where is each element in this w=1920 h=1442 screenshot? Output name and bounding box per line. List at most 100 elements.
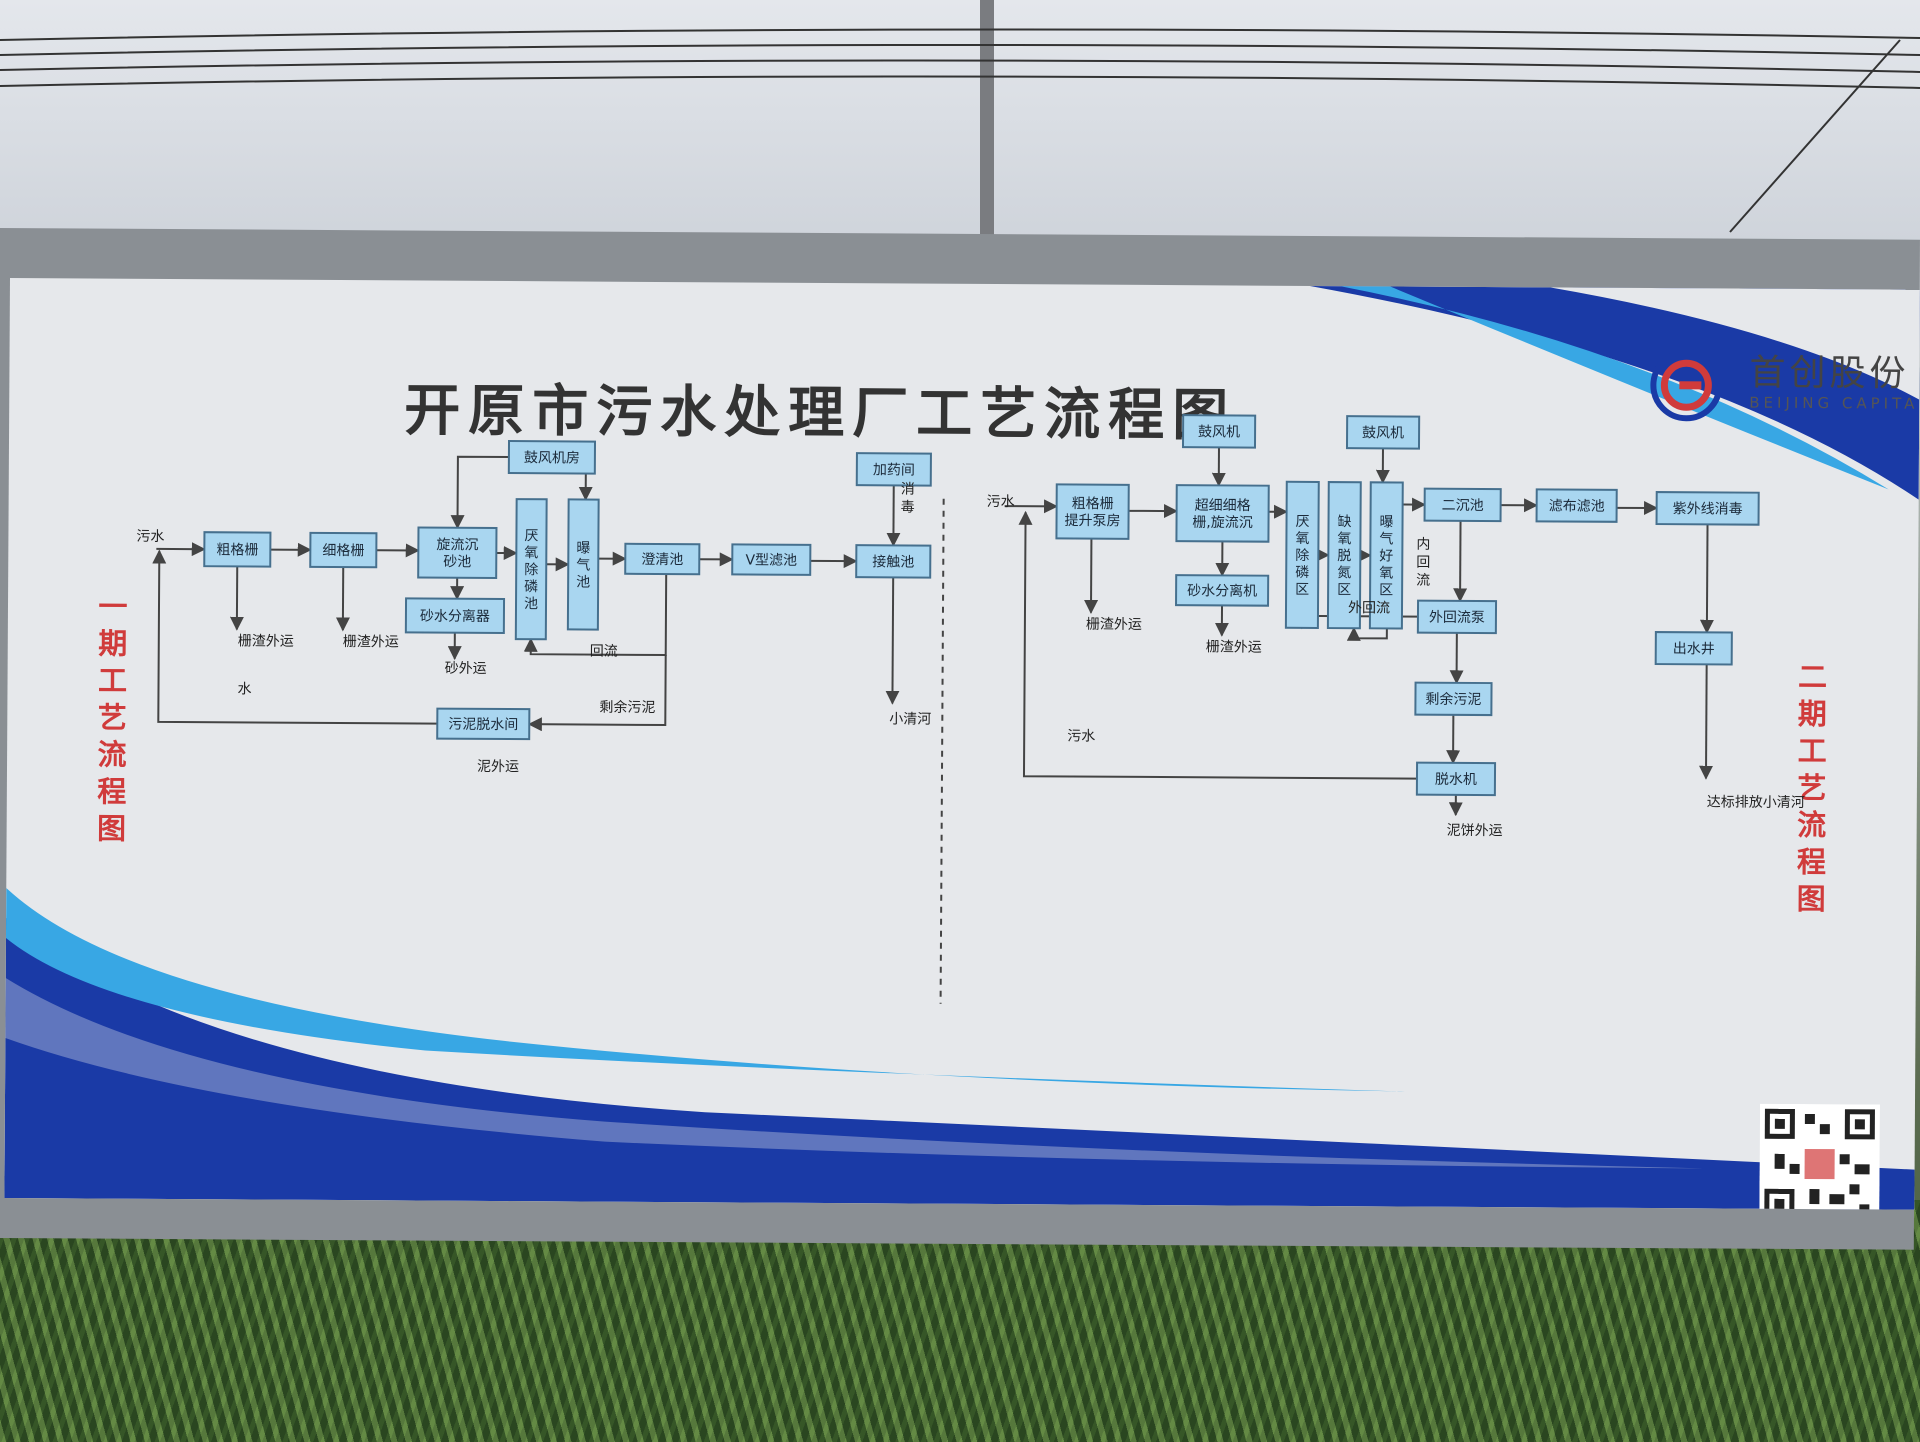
sign-board: 开原市污水处理厂工艺流程图 首创股份 BEIJING CAPITA 一期工艺流程… (4, 278, 1920, 1210)
process-box-label: 区 (1379, 582, 1393, 598)
flow-arrow (527, 655, 667, 732)
process-box-gfj2: 鼓风机 (1345, 415, 1421, 450)
flow-arrow (450, 455, 509, 530)
flow-label-zzwy4: 栅渣外运 (1206, 639, 1262, 655)
process-box-cgz1: 粗格栅 (203, 531, 272, 568)
process-box-label: 加药间 (873, 462, 915, 478)
process-box-label: 出水井 (1673, 641, 1715, 657)
process-box-label: 外回流泵 (1429, 610, 1485, 626)
process-box-gfj1: 鼓风机 (1181, 414, 1257, 449)
process-box-whlb: 外回流泵 (1416, 599, 1498, 635)
process-box-gfjf: 鼓风机房 (507, 440, 597, 475)
process-box-label: 栅,旋流沉 (1192, 515, 1253, 531)
process-box-label: 旋流沉 (436, 537, 478, 553)
flow-label-nhl: 内 (1416, 537, 1430, 553)
process-box-label: 气 (1379, 531, 1393, 547)
process-box-label: 砂水分离器 (420, 608, 490, 625)
process-box-label: 区 (1295, 582, 1309, 598)
sky-background (0, 0, 1920, 240)
process-box-lblc: 滤布滤池 (1535, 488, 1618, 523)
flow-label-xd: 消 (901, 481, 915, 497)
flow-arrow (1346, 626, 1388, 641)
process-box-label: 厌 (524, 528, 538, 544)
process-box-label: 紫外线消毒 (1673, 501, 1743, 517)
process-box-pqc: 曝气池 (566, 498, 600, 631)
flow-label-nwy: 泥外运 (477, 759, 519, 775)
flow-label-zzwy3: 栅渣外运 (1086, 617, 1142, 633)
process-box-label: 缺 (1337, 514, 1351, 530)
process-box-tsj: 脱水机 (1415, 761, 1497, 797)
process-box-sfl1: 砂水分离器 (404, 597, 506, 635)
flow-arrow (523, 574, 668, 657)
flow-label-dbpf: 达标排放小清河 (1707, 794, 1805, 811)
process-box-label: 厌 (1295, 514, 1309, 530)
process-box-label: 超细细格 (1195, 498, 1251, 514)
process-box-xgz: 细格栅 (309, 531, 378, 569)
process-box-label: 澄清池 (641, 552, 683, 568)
capital-logo-icon (1650, 349, 1723, 422)
flow-label-xd: 毒 (901, 499, 915, 515)
flow-label-swy: 砂外运 (445, 661, 487, 677)
process-box-ecc: 二沉池 (1423, 487, 1502, 523)
process-box-label: 池 (524, 596, 538, 612)
process-box-label: 细格栅 (322, 543, 364, 559)
wave-decoration (4, 285, 1920, 1210)
process-box-label: 鼓风机 (1198, 424, 1240, 440)
process-box-label: 氮 (1337, 565, 1351, 581)
process-box-label: 除 (1295, 548, 1309, 564)
process-box-label: 池 (576, 574, 590, 590)
flow-arrow (1699, 664, 1714, 780)
process-box-label: 砂水分离机 (1187, 582, 1257, 599)
process-box-label: 气 (576, 557, 590, 573)
process-box-label: 磷 (1295, 565, 1309, 581)
process-box-label: 砂池 (443, 554, 471, 570)
process-box-label: 好 (1379, 548, 1393, 564)
qr-code-icon (1759, 1103, 1880, 1210)
process-box-label: 滤布滤池 (1549, 498, 1605, 514)
flow-label-sywn: 剩余污泥 (599, 699, 655, 716)
process-box-label: 磷 (524, 579, 538, 595)
process-box-label: 氧 (1379, 565, 1393, 581)
process-box-label: 氧 (1295, 531, 1309, 547)
flow-label-zzwy1: 栅渣外运 (238, 633, 294, 649)
flow-label-whl: 外回流 (1348, 600, 1390, 616)
process-box-jcc: 接触池 (855, 544, 932, 579)
process-box-label: 接触池 (872, 553, 914, 570)
process-box-label: 脱水机 (1435, 772, 1477, 788)
process-box-label: 粗格栅 (216, 542, 258, 558)
process-box-zwx: 紫外线消毒 (1655, 491, 1760, 526)
process-box-label: 区 (1337, 582, 1351, 598)
process-box-vlc: V型滤池 (731, 543, 812, 576)
process-box-label: 脱 (1337, 548, 1351, 564)
flow-label-in2: 污水 (987, 494, 1015, 510)
process-box-csj: 出水井 (1654, 631, 1733, 666)
process-box-label: 二沉池 (1442, 498, 1484, 514)
process-box-wnts: 污泥脱水间 (436, 707, 531, 741)
process-box-sywn2: 剩余污泥 (1414, 681, 1493, 717)
flow-label-nhl: 回 (1416, 555, 1430, 571)
process-box-cqc: 澄清池 (624, 542, 701, 576)
flow-label-nhl: 流 (1416, 573, 1430, 589)
process-box-label: 鼓风机 (1362, 425, 1404, 441)
process-box-label: 粗格栅 (1072, 496, 1114, 512)
flow-arrow (885, 577, 900, 705)
process-box-label: 污泥脱水间 (448, 717, 518, 733)
flow-label-in: 污水 (136, 529, 164, 545)
process-box-jyj: 加药间 (855, 452, 932, 487)
process-box-label: 提升泵房 (1064, 513, 1120, 529)
process-box-label: 除 (524, 562, 538, 578)
flow-label-zzwy2: 栅渣外运 (343, 634, 399, 650)
process-box-label: 氧 (524, 545, 538, 561)
process-box-label: 曝 (576, 540, 590, 556)
process-box-label: 氧 (1337, 531, 1351, 547)
flow-label-xqh: 小清河 (889, 711, 931, 727)
process-box-label: 曝 (1379, 514, 1393, 530)
flow-label-hl: 回流 (590, 644, 618, 660)
